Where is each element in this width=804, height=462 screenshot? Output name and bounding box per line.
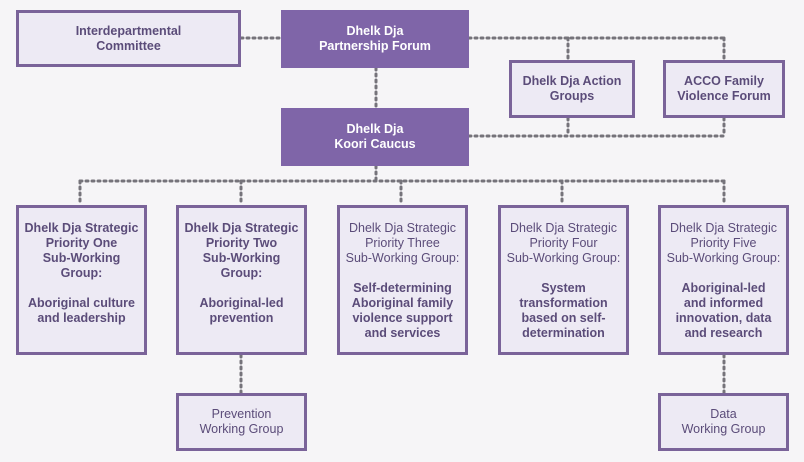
data-working-group-label: Data Working Group <box>681 407 766 436</box>
priority-two-heading: Dhelk Dja Strategic Priority Two Sub-Wor… <box>184 221 299 280</box>
priority-five-box: Dhelk Dja Strategic Priority Five Sub-Wo… <box>658 205 789 355</box>
acco-family-violence-forum-box: ACCO Family Violence Forum <box>663 60 785 118</box>
partnership-forum-label: Dhelk Dja Partnership Forum <box>319 24 431 53</box>
priority-four-box: Dhelk Dja Strategic Priority Four Sub-Wo… <box>498 205 629 355</box>
priority-four-heading: Dhelk Dja Strategic Priority Four Sub-Wo… <box>506 221 621 265</box>
priority-five-focus: Aboriginal-led and informed innovation, … <box>675 281 772 340</box>
priority-one-heading: Dhelk Dja Strategic Priority One Sub-Wor… <box>24 221 139 280</box>
acco-family-violence-forum-label: ACCO Family Violence Forum <box>677 74 771 103</box>
partnership-forum-box: Dhelk Dja Partnership Forum <box>281 10 469 68</box>
priority-three-box: Dhelk Dja Strategic Priority Three Sub-W… <box>337 205 468 355</box>
koori-caucus-box: Dhelk Dja Koori Caucus <box>281 108 469 166</box>
data-working-group-box: Data Working Group <box>658 393 789 451</box>
priority-two-box: Dhelk Dja Strategic Priority Two Sub-Wor… <box>176 205 307 355</box>
prevention-working-group-label: Prevention Working Group <box>199 407 284 436</box>
priority-one-focus: Aboriginal culture and leadership <box>28 296 135 325</box>
action-groups-label: Dhelk Dja Action Groups <box>522 74 622 103</box>
koori-caucus-label: Dhelk Dja Koori Caucus <box>334 122 416 151</box>
priority-three-heading: Dhelk Dja Strategic Priority Three Sub-W… <box>345 221 460 265</box>
priority-four-focus: System transformation based on self- det… <box>519 281 608 340</box>
action-groups-box: Dhelk Dja Action Groups <box>509 60 635 118</box>
interdepartmental-committee-box: Interdepartmental Committee <box>16 10 241 67</box>
prevention-working-group-box: Prevention Working Group <box>176 393 307 451</box>
priority-two-focus: Aboriginal-led prevention <box>199 296 284 325</box>
interdepartmental-committee-label: Interdepartmental Committee <box>75 23 182 53</box>
priority-five-heading: Dhelk Dja Strategic Priority Five Sub-Wo… <box>666 221 781 265</box>
priority-one-box: Dhelk Dja Strategic Priority One Sub-Wor… <box>16 205 147 355</box>
priority-three-focus: Self-determining Aboriginal family viole… <box>351 281 454 340</box>
